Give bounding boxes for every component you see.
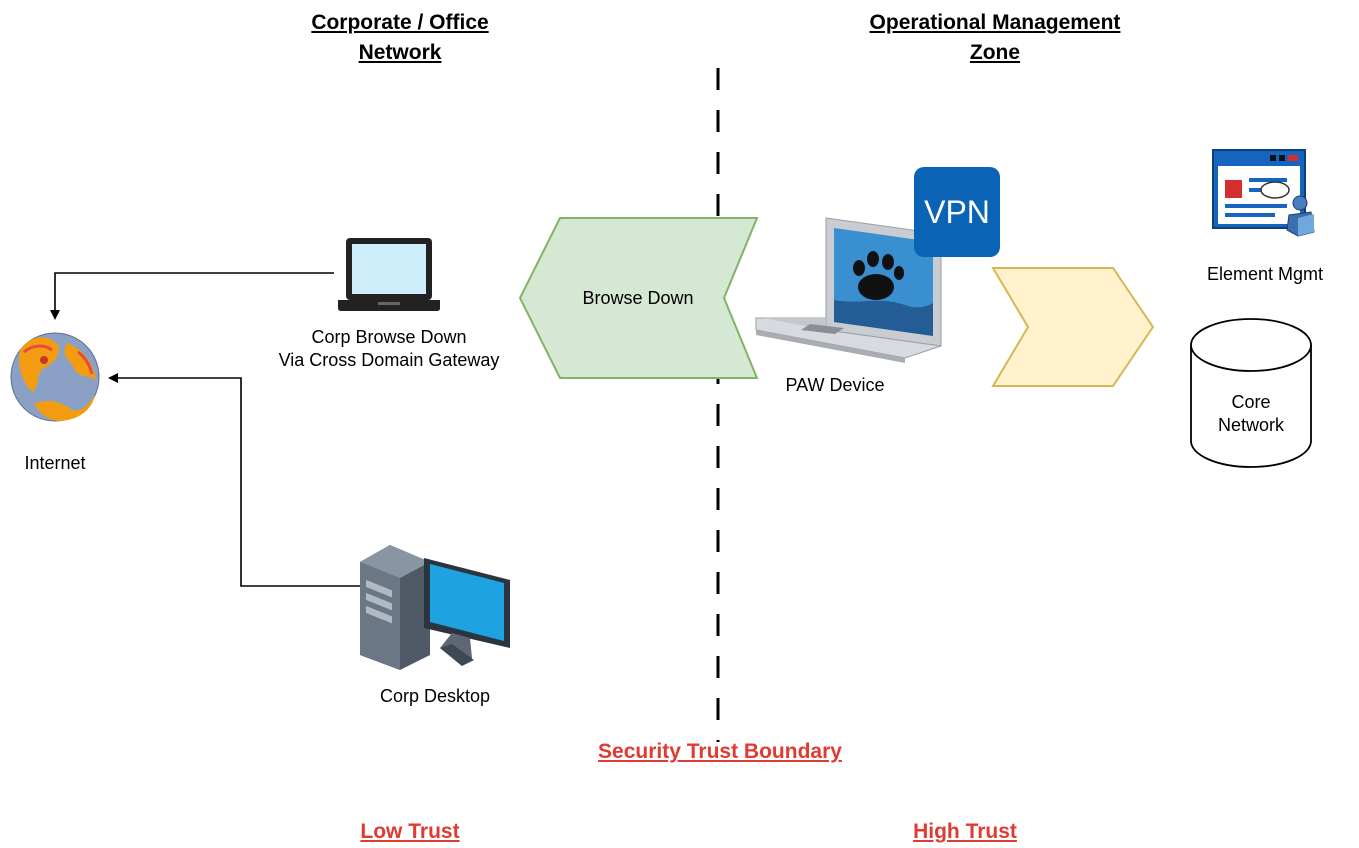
corporate-heading: Corporate / Office Network [270,8,530,68]
internet-label: Internet [24,453,86,473]
core-network-label-line2: Network [1217,415,1284,435]
corp-browse-label-line2: Via Cross Domain Gateway [278,350,500,370]
high-trust-label: High Trust [913,820,1017,843]
connector-laptop-internet [50,272,334,320]
vpn-badge-text: VPN [924,194,990,230]
low-trust-label: Low Trust [360,820,460,843]
security-trust-boundary-label: Security Trust Boundary [598,740,842,763]
connector-desktop-internet [108,373,360,587]
browse-down-shape [518,217,759,379]
core-network-label-line1: Core [1231,392,1271,412]
operational-heading: Operational Management Zone [815,8,1175,68]
vpn-icon [914,167,1000,257]
corp-browse-label-line1: Corp Browse Down [311,327,467,347]
element-mgmt-icon [1212,149,1315,237]
globe-icon [10,332,100,422]
corporate-heading-line1: Corporate / Office [311,11,489,34]
operational-heading-line1: Operational Management [869,11,1121,34]
paw-device-label: PAW Device [785,375,885,395]
paw-laptop-icon [755,217,942,363]
corp-browse-label: Corp Browse Down Via Cross Domain Gatewa… [230,326,548,372]
laptop-icon [338,238,440,311]
browse-down-label: Browse Down [582,288,694,308]
corp-desktop-label: Corp Desktop [379,686,491,706]
element-mgmt-label: Element Mgmt [1206,264,1324,284]
database-icon [1190,318,1312,468]
core-network-label: Core Network [1191,391,1311,437]
operational-heading-line2: Zone [969,41,1021,64]
chevron-arrow-shape [991,267,1155,387]
desktop-icon [360,545,510,670]
corporate-heading-line2: Network [358,41,442,64]
